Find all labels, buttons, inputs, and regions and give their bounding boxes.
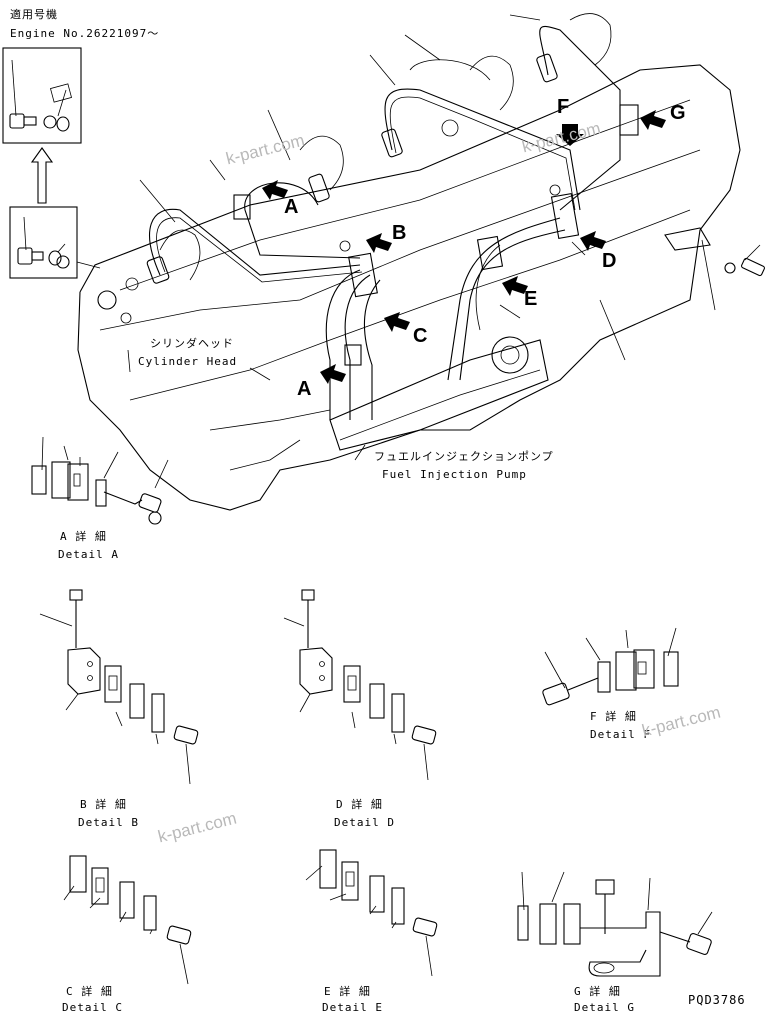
callout-f: F [557, 96, 570, 118]
callout-d: D [602, 250, 617, 272]
drawing-number: PQD3786 [688, 993, 746, 1007]
fuel-injection-pump-jp: フュエルインジェクションポンプ [374, 450, 554, 463]
detail-b-jp: B 詳 細 [80, 798, 127, 811]
applicable-serial-jp: 適用号機 [10, 8, 58, 21]
engine-number: Engine No.26221097〜 [10, 27, 160, 40]
detail-d-en: Detail D [334, 816, 395, 829]
callout-a-lower: A [297, 378, 312, 400]
detail-d-drawing [283, 589, 437, 781]
detail-a-drawing [31, 436, 169, 525]
inset-old-parts [9, 206, 101, 279]
cylinder-head-jp: シリンダヘッド [150, 337, 234, 350]
fuel-injection-pump-en: Fuel Injection Pump [382, 468, 527, 481]
detail-g-en: Detail G [574, 1001, 635, 1014]
detail-g-drawing [517, 871, 713, 977]
detail-c-jp: C 詳 細 [66, 985, 113, 998]
detail-b-en: Detail B [78, 816, 139, 829]
cylinder-head-en: Cylinder Head [138, 355, 238, 368]
detail-f-jp: F 詳 細 [590, 710, 637, 723]
detail-d-jp: D 詳 細 [336, 798, 383, 811]
detail-g-jp: G 詳 細 [574, 985, 621, 998]
detail-b-drawing [39, 589, 199, 785]
detail-c-drawing [63, 855, 192, 985]
inset-arrow [30, 147, 54, 204]
detail-c-en: Detail C [62, 1001, 123, 1014]
detail-a-jp: A 詳 細 [60, 530, 107, 543]
callout-a-upper: A [284, 196, 299, 218]
detail-e-en: Detail E [322, 1001, 383, 1014]
detail-f-drawing [542, 627, 679, 706]
callout-c: C [413, 325, 428, 347]
detail-f-en: Detail F [590, 728, 651, 741]
detail-e-jp: E 詳 細 [324, 985, 371, 998]
callout-e: E [524, 288, 538, 310]
engine-illustration [77, 13, 765, 511]
detail-a-en: Detail A [58, 548, 119, 561]
callout-b: B [392, 222, 407, 244]
callout-g: G [670, 102, 686, 124]
inset-new-parts [2, 47, 82, 144]
detail-e-drawing [305, 849, 438, 977]
